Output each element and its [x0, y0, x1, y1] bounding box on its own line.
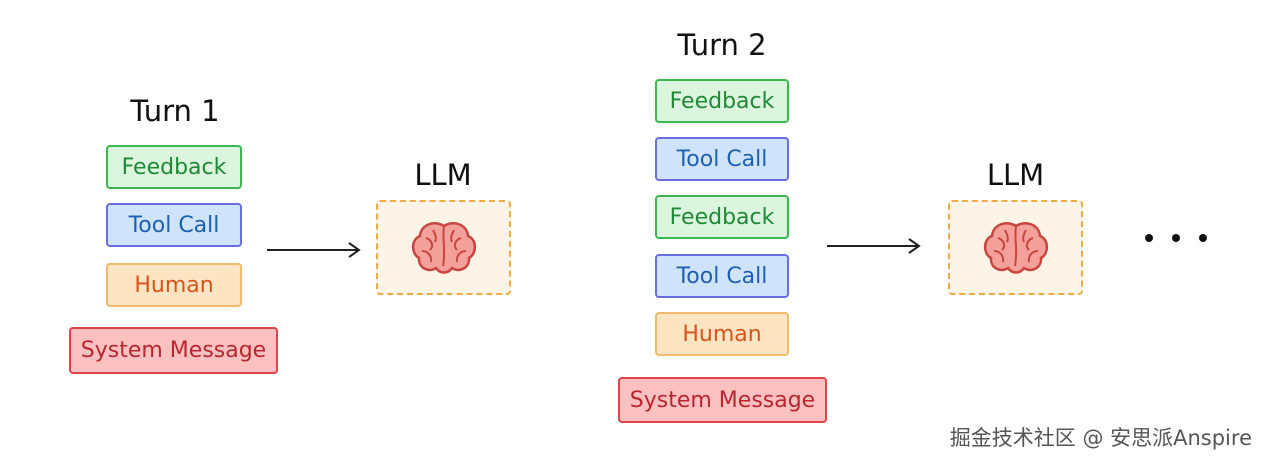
turn-1-title: Turn 1	[130, 94, 220, 128]
turn-2-title: Turn 2	[677, 28, 767, 62]
watermark-text: 掘金技术社区 @ 安思派Anspire	[949, 426, 1252, 450]
turn-1-arrow	[267, 242, 361, 258]
turn-2-human-box: Human	[655, 312, 789, 356]
llm-1-box	[376, 200, 511, 295]
brain-icon	[983, 221, 1048, 274]
llm-2-label: LLM	[986, 158, 1045, 192]
turn-2-system-message-box: System Message	[618, 377, 827, 423]
turn-2-feedback-box-2: Feedback	[655, 195, 789, 239]
turn-2-feedback-box-1: Feedback	[655, 79, 789, 123]
turn-1-human-box: Human	[106, 263, 242, 307]
brain-icon	[411, 221, 476, 274]
ellipsis-icon	[1145, 234, 1207, 242]
llm-1-label: LLM	[414, 158, 472, 192]
turn-1-feedback-box: Feedback	[106, 145, 242, 189]
llm-2-box	[948, 200, 1083, 295]
turn-2-tool-call-box-2: Tool Call	[655, 254, 789, 298]
turn-1-system-message-box: System Message	[69, 327, 278, 374]
turn-1-tool-call-box: Tool Call	[106, 203, 242, 247]
turn-2-tool-call-box-1: Tool Call	[655, 137, 789, 181]
turn-2-arrow	[827, 238, 921, 254]
